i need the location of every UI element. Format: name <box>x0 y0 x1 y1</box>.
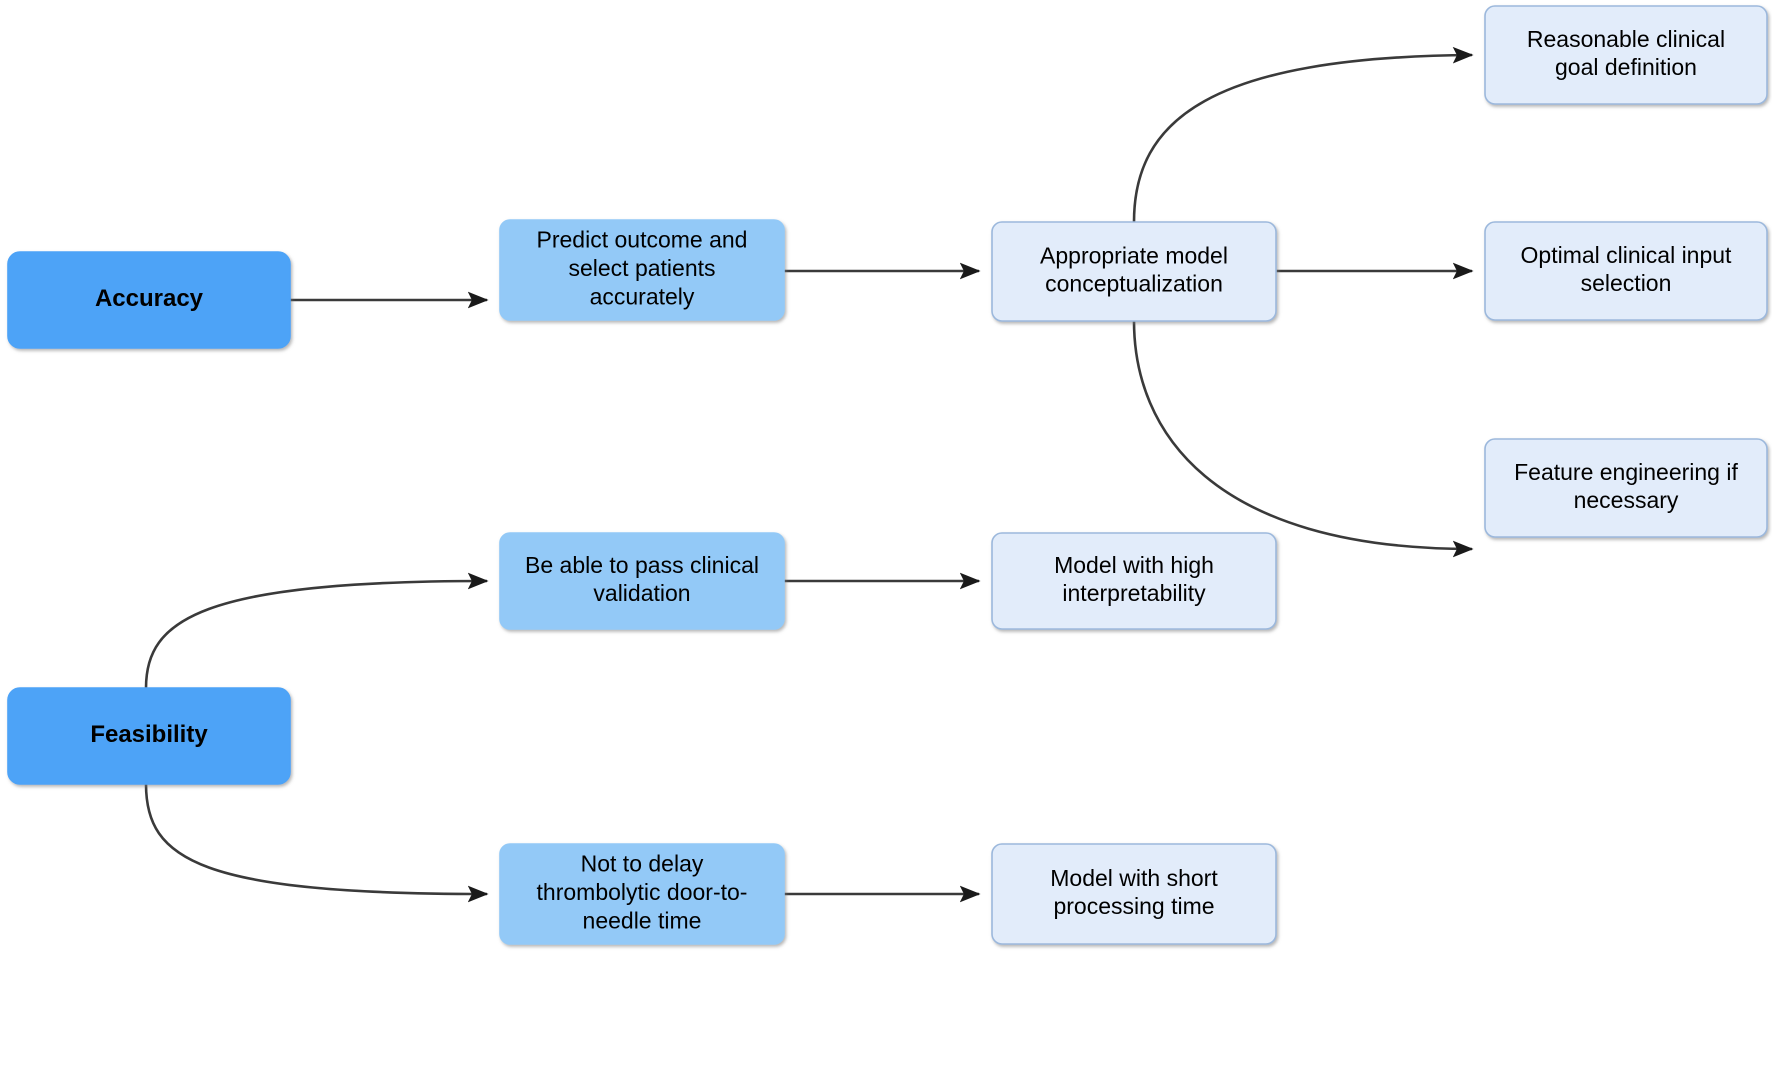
node-box-input-selection[interactable] <box>1484 221 1768 321</box>
node-box-accuracy[interactable] <box>7 251 291 349</box>
node-label-accuracy: Accuracy <box>95 285 204 312</box>
node-box-door-to-needle[interactable] <box>499 843 785 945</box>
edge-feasibility-to-clinical-validation <box>144 572 489 689</box>
node-box-model-conceptualization[interactable] <box>991 221 1277 322</box>
edges-layer <box>144 46 1474 903</box>
node-label-feasibility: Feasibility <box>90 721 208 748</box>
node-accuracy[interactable]: Accuracy <box>7 251 291 349</box>
node-box-high-interpretability[interactable] <box>991 532 1277 630</box>
edge-feasibility-to-door-to-needle <box>144 783 489 903</box>
node-box-feasibility[interactable] <box>7 687 291 785</box>
node-box-short-processing[interactable] <box>991 843 1277 945</box>
node-box-clinical-validation[interactable] <box>499 532 785 630</box>
node-box-predict-outcome[interactable] <box>499 219 785 321</box>
node-feasibility[interactable]: Feasibility <box>7 687 291 785</box>
node-box-clinical-goal[interactable] <box>1484 5 1768 105</box>
node-box-feature-engineering[interactable] <box>1484 438 1768 538</box>
edge-model-conceptualization-to-clinical-goal <box>1132 46 1474 223</box>
edge-model-conceptualization-to-feature-engineering <box>1132 320 1474 558</box>
